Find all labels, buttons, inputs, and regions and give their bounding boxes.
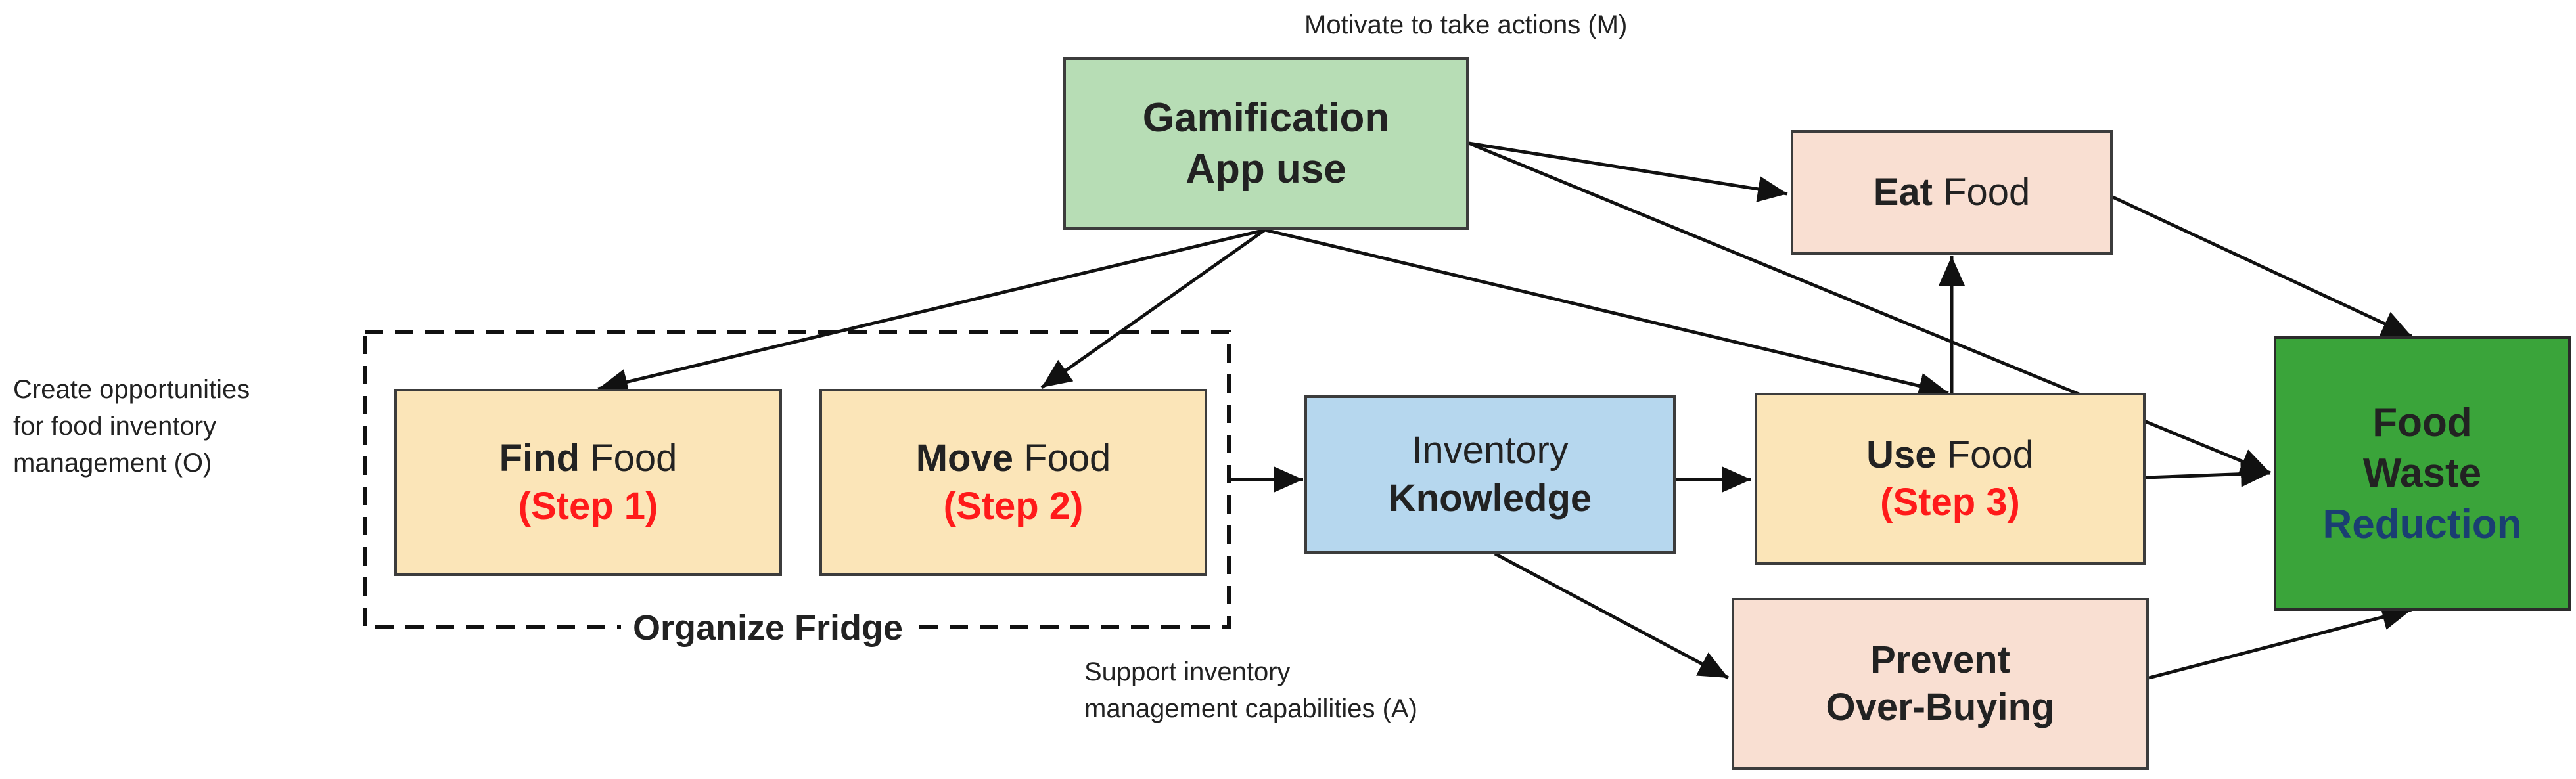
prevent-line-1: Prevent: [1870, 638, 2010, 681]
use-food-step: (Step 3): [1880, 481, 2020, 523]
support-label-line-1: Support inventory: [1084, 657, 1291, 686]
reduction-line-3: Reduction: [2322, 501, 2522, 547]
inventory-line-1: Inventory: [1412, 429, 1569, 472]
find-food-node: Find Food (Step 1): [394, 389, 782, 576]
inventory-line-2: Knowledge: [1388, 476, 1592, 520]
opportunity-label: Create opportunities for food inventory …: [13, 371, 250, 481]
gamification-line-1: Gamification: [1142, 95, 1390, 141]
gamification-line-2: App use: [1185, 146, 1346, 192]
arrow-eat-to-reduction: [2111, 195, 2413, 338]
arrow-gamification-to-eat: [1468, 141, 1788, 202]
prevent-line-2: Over-Buying: [1826, 686, 2055, 728]
find-food-noun: Food: [580, 437, 678, 479]
use-food-text: Use Food: [1866, 432, 2034, 479]
arrow-prevent-to-reduction: [2148, 604, 2412, 680]
inventory-knowledge-node: Inventory Knowledge: [1304, 395, 1676, 554]
organize-fridge-group: [363, 330, 1231, 629]
organize-fridge-label: Organize Fridge: [621, 608, 915, 648]
use-food-noun: Food: [1936, 433, 2034, 476]
reduction-line-1: Food: [2372, 399, 2472, 445]
eat-food-noun: Food: [1932, 170, 2031, 213]
use-food-verb: Use: [1866, 433, 1937, 476]
opportunity-label-line-3: management (O): [13, 449, 212, 478]
move-food-text: Move Food: [916, 435, 1111, 483]
reduction-line-2: Waste: [2362, 451, 2482, 497]
find-food-verb: Find: [499, 437, 580, 479]
arrow-gamification-to-move: [1040, 228, 1266, 390]
support-label: Support inventory management capabilitie…: [1084, 654, 1417, 727]
find-food-text: Find Food: [499, 435, 678, 483]
motivate-label: Motivate to take actions (M): [1304, 11, 1628, 39]
move-food-node: Move Food (Step 2): [819, 389, 1207, 576]
move-food-verb: Move: [915, 437, 1013, 479]
eat-food-verb: Eat: [1873, 170, 1933, 213]
support-label-line-2: management capabilities (A): [1084, 694, 1417, 723]
eat-food-node: Eat Food: [1791, 130, 2113, 255]
arrow-use-to-reduction: [2145, 460, 2271, 487]
opportunity-label-line-2: for food inventory: [13, 412, 217, 441]
arrow-inventory-to-prevent: [1494, 552, 1730, 680]
move-food-noun: Food: [1013, 437, 1111, 479]
arrow-gamification-to-find: [597, 228, 1266, 395]
eat-food-text: Eat Food: [1874, 169, 2031, 217]
food-waste-reduction-node: Food Waste Reduction: [2274, 336, 2571, 611]
move-food-step: (Step 2): [943, 484, 1084, 527]
opportunity-label-line-1: Create opportunities: [13, 375, 250, 404]
use-food-node: Use Food (Step 3): [1755, 393, 2146, 565]
prevent-over-buying-node: Prevent Over-Buying: [1732, 598, 2149, 770]
find-food-step: (Step 1): [518, 484, 658, 527]
arrow-gamification-to-use: [1264, 228, 1949, 399]
gamification-node: Gamification App use: [1063, 57, 1469, 230]
